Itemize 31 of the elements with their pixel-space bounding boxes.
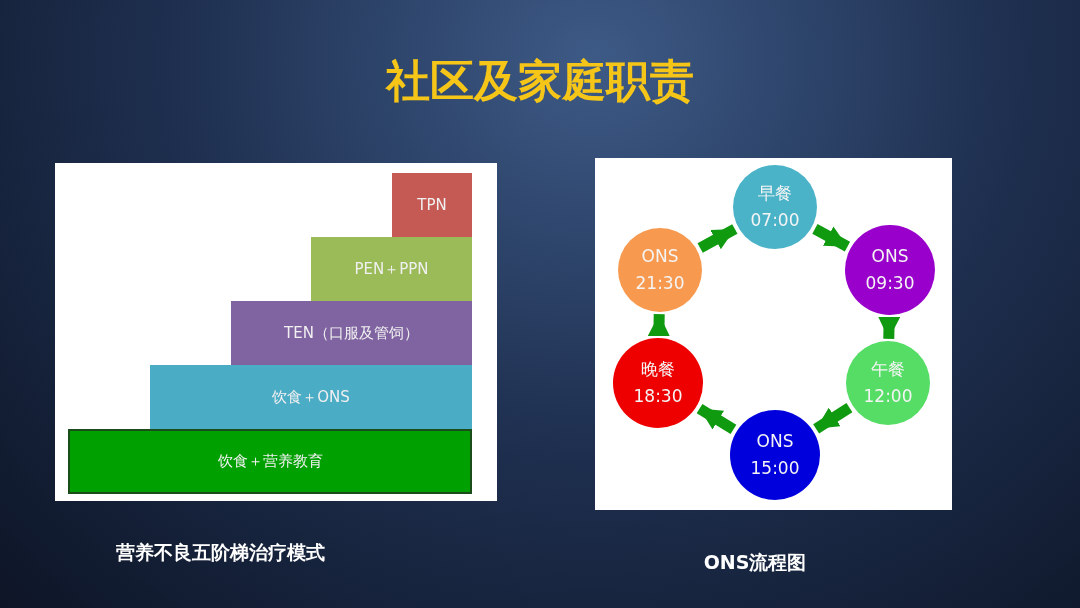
step-bar [150, 365, 472, 429]
arrow [696, 403, 737, 435]
arrow [812, 224, 851, 252]
meal-label: ONS [871, 248, 909, 265]
time-label: 18:30 [633, 388, 683, 405]
time-label: 07:00 [750, 212, 800, 229]
meal-label: ONS [756, 433, 794, 450]
arrow [813, 402, 853, 434]
step-label: TEN（口服及管饲） [284, 323, 419, 343]
time-label: 12:00 [863, 388, 913, 405]
step-bar [68, 429, 472, 494]
step-label: 饮食＋营养教育 [217, 452, 323, 471]
caption: ONS流程图 [702, 550, 808, 575]
arrow [697, 224, 738, 253]
meal-label: 早餐 [758, 185, 792, 202]
slide-title: 社区及家庭职责 [384, 54, 695, 108]
step-label: TPN [417, 196, 447, 214]
step-label: PEN＋PPN [354, 259, 429, 279]
meal-label: ONS [641, 248, 679, 265]
caption: 营养不良五阶梯治疗模式 [114, 540, 326, 565]
time-label: 09:30 [865, 275, 915, 292]
arrow [878, 316, 901, 340]
meal-label: 晚餐 [641, 361, 675, 378]
arrow [647, 313, 670, 337]
step-bar [311, 237, 472, 301]
step-bar [392, 173, 472, 237]
step-label: 饮食＋ONS [272, 387, 350, 407]
time-label: 15:00 [750, 460, 800, 477]
time-label: 21:30 [635, 275, 685, 292]
step-bar [231, 301, 472, 365]
meal-label: 午餐 [871, 361, 905, 378]
